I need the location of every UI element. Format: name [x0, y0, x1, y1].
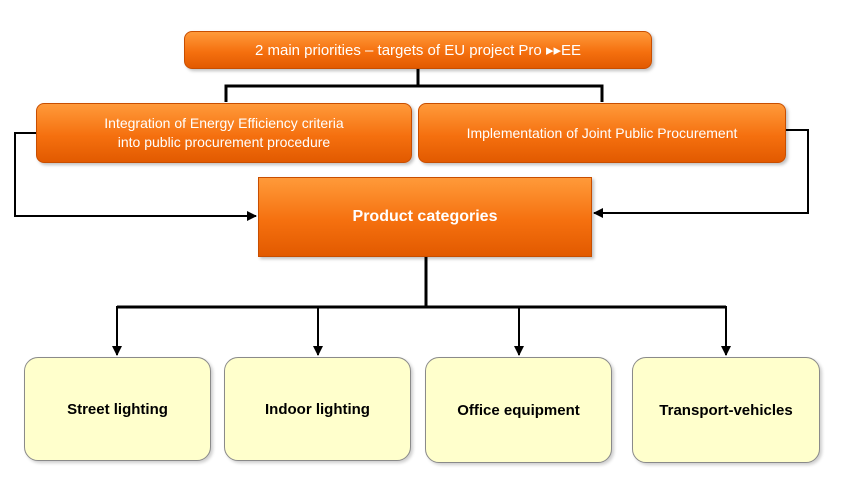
- priority-box-joint-procurement: Implementation of Joint Public Procureme…: [418, 103, 786, 163]
- category-box-street-lighting: Street lighting: [24, 357, 211, 461]
- category-label: Office equipment: [457, 401, 580, 419]
- priority-text-wrap: Integration of Energy Efficiency criteri…: [104, 114, 343, 152]
- product-categories-box: Product categories: [258, 177, 592, 257]
- priority-2-line-1: Implementation of Joint Public Procureme…: [466, 124, 738, 141]
- connector-title-to-priorities: [224, 69, 604, 102]
- arrow-priority-1-to-center: [14, 132, 257, 221]
- category-box-office-equipment: Office equipment: [425, 357, 612, 463]
- category-box-transport-vehicles: Transport-vehicles: [632, 357, 820, 463]
- priority-box-energy-efficiency: Integration of Energy Efficiency criteri…: [36, 103, 412, 163]
- diagram-title-text: 2 main priorities – targets of EU projec…: [254, 42, 582, 59]
- connector-center-trunk: [117, 257, 726, 309]
- priority-1-line-2: into public procurement procedure: [117, 134, 331, 150]
- arrow-priority-2-to-center: [593, 129, 809, 218]
- category-label: Indoor lighting: [265, 400, 370, 418]
- product-categories-label: Product categories: [352, 208, 498, 225]
- category-label: Street lighting: [67, 400, 168, 418]
- priority-text-wrap: Implementation of Joint Public Procureme…: [467, 124, 738, 143]
- priority-1-line-1: Integration of Energy Efficiency criteri…: [104, 115, 344, 131]
- diagram-title-box: 2 main priorities – targets of EU projec…: [184, 31, 652, 69]
- category-label: Transport-vehicles: [659, 401, 793, 419]
- category-box-indoor-lighting: Indoor lighting: [224, 357, 411, 461]
